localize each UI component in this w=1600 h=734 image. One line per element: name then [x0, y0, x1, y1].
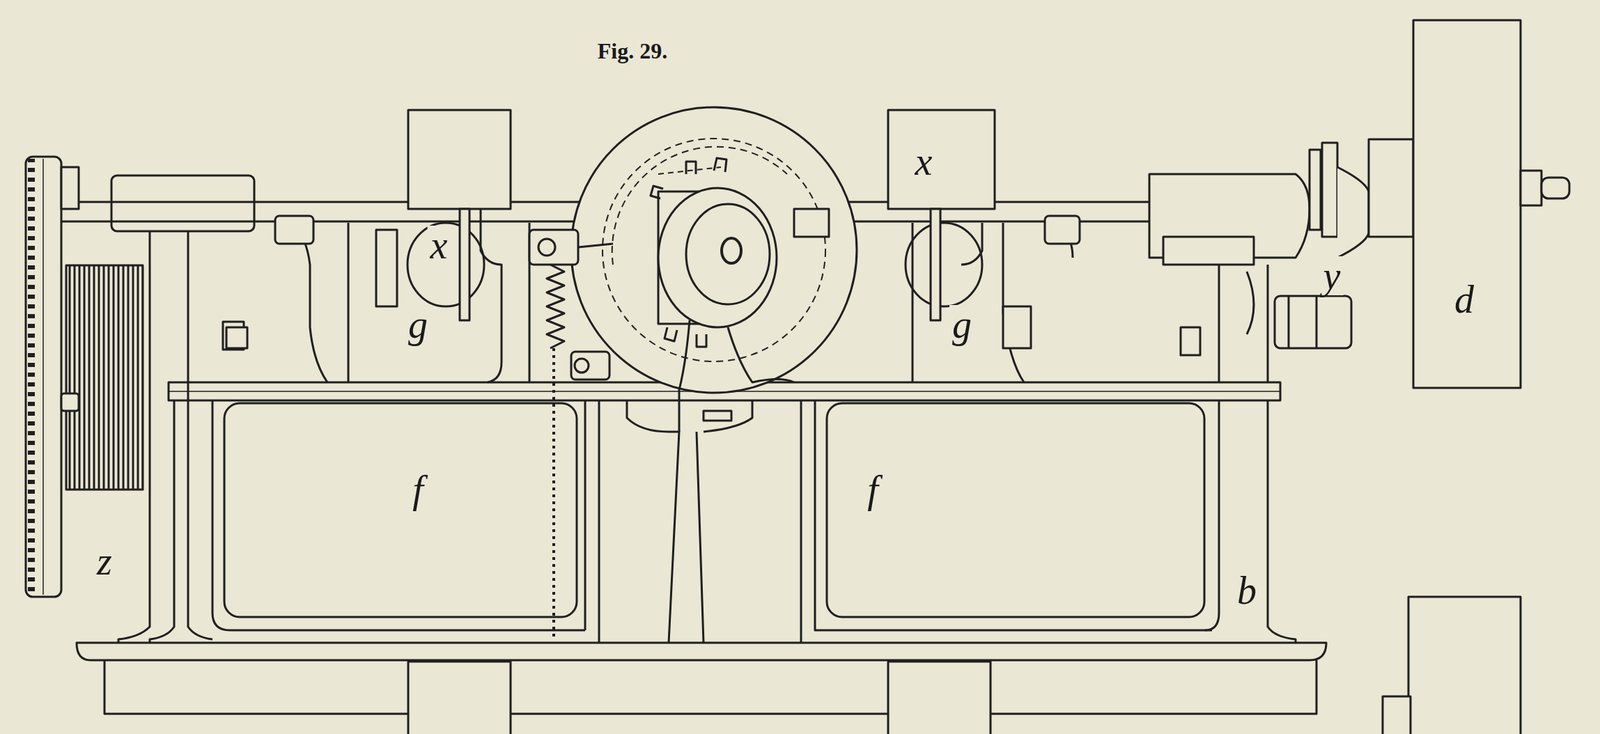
- figure-title: Fig. 29.: [597, 38, 668, 65]
- part-letter: z: [94, 541, 115, 581]
- part-letter: g: [949, 305, 975, 345]
- part-letter: y: [1320, 256, 1344, 296]
- part-letter: d: [1451, 280, 1477, 320]
- part-letter: f: [409, 470, 427, 510]
- part-letter: b: [1234, 571, 1260, 611]
- part-letter: f: [864, 470, 882, 510]
- part-letter: x: [427, 225, 451, 265]
- part-letter: x: [912, 142, 936, 182]
- part-letter: g: [405, 305, 431, 345]
